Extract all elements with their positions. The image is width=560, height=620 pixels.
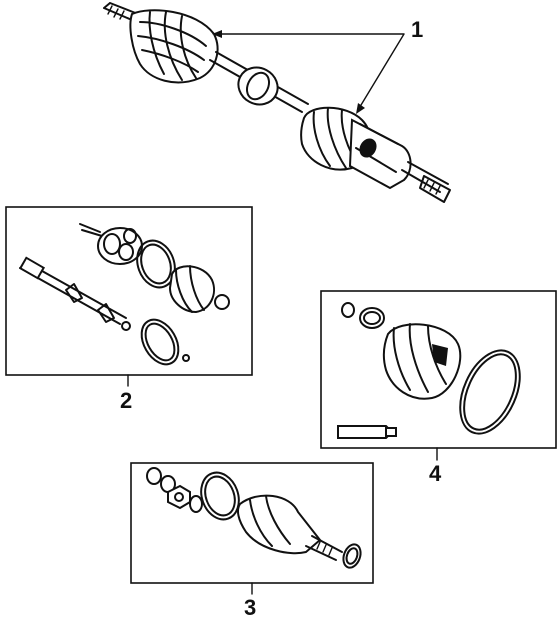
- outer-joint-kit: [130, 462, 374, 595]
- callout-2: 2: [120, 388, 133, 413]
- inner-joint-kit: [5, 206, 253, 387]
- boot-kit: [320, 290, 557, 461]
- kit-2-frame: [5, 206, 253, 376]
- callout-1: 1: [411, 17, 424, 42]
- drive-shaft-assembly: [103, 2, 451, 203]
- kit-4-frame: [320, 290, 557, 449]
- callout-3: 3: [244, 595, 257, 620]
- callout-4: 4: [429, 461, 442, 486]
